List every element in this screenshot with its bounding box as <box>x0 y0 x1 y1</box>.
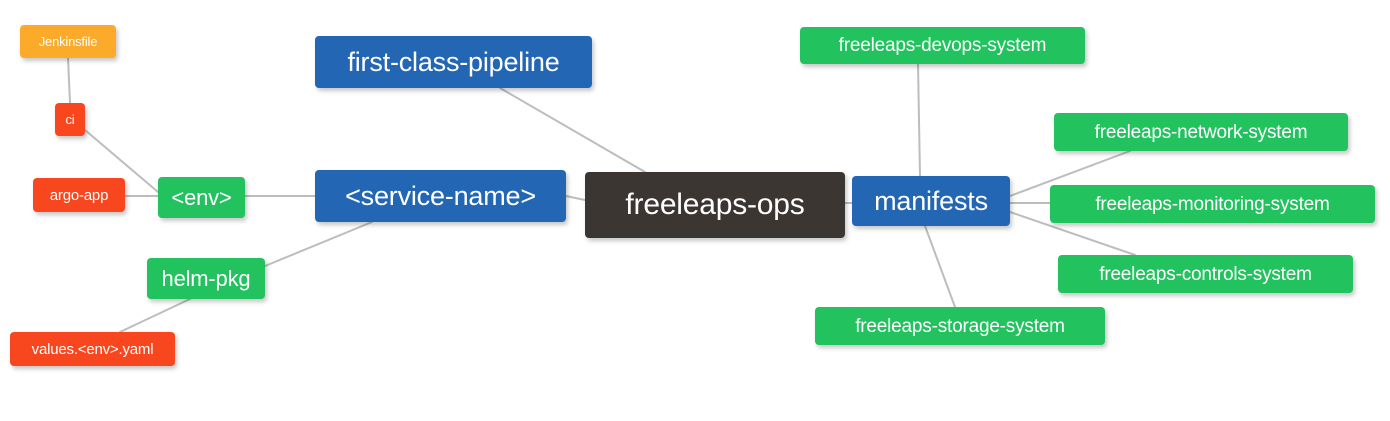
edge-manifests-to-freeleaps-storage-system <box>924 225 956 308</box>
node-values-env-yaml[interactable]: values.<env>.yaml <box>10 332 175 366</box>
node-freeleaps-ops[interactable]: freeleaps-ops <box>585 172 845 238</box>
node-label-freeleaps-controls-system: freeleaps-controls-system <box>1099 263 1312 285</box>
node-env[interactable]: <env> <box>158 177 245 218</box>
node-label-helm-pkg: helm-pkg <box>161 265 251 291</box>
edge-jenkinsfile-to-ci <box>67 57 71 104</box>
edge-helm-pkg-to-service-name <box>264 221 373 267</box>
node-freeleaps-storage-system[interactable]: freeleaps-storage-system <box>815 307 1105 345</box>
node-label-freeleaps-devops-system: freeleaps-devops-system <box>838 35 1047 56</box>
edge-manifests-to-freeleaps-devops-system <box>917 63 921 177</box>
edge-first-class-pipeline-to-freeleaps-ops <box>499 87 646 173</box>
node-label-jenkinsfile: Jenkinsfile <box>38 34 98 49</box>
node-label-first-class-pipeline: first-class-pipeline <box>347 46 560 77</box>
node-label-freeleaps-network-system: freeleaps-network-system <box>1094 121 1308 143</box>
node-freeleaps-controls-system[interactable]: freeleaps-controls-system <box>1058 255 1353 293</box>
node-label-env: <env> <box>171 184 232 210</box>
node-argo-app[interactable]: argo-app <box>33 178 125 212</box>
edge-service-name-to-freeleaps-ops <box>565 195 586 201</box>
node-label-argo-app: argo-app <box>49 186 109 204</box>
node-first-class-pipeline[interactable]: first-class-pipeline <box>315 36 592 88</box>
node-freeleaps-monitoring-system[interactable]: freeleaps-monitoring-system <box>1050 185 1375 223</box>
edge-values-env-yaml-to-helm-pkg <box>119 298 191 333</box>
node-helm-pkg[interactable]: helm-pkg <box>147 258 265 299</box>
node-label-manifests: manifests <box>874 185 988 216</box>
node-label-freeleaps-storage-system: freeleaps-storage-system <box>855 315 1065 337</box>
node-label-service-name: <service-name> <box>345 180 536 211</box>
node-label-freeleaps-monitoring-system: freeleaps-monitoring-system <box>1095 193 1330 215</box>
node-freeleaps-network-system[interactable]: freeleaps-network-system <box>1054 113 1348 151</box>
node-jenkinsfile[interactable]: Jenkinsfile <box>20 25 116 58</box>
node-manifests[interactable]: manifests <box>852 176 1010 226</box>
node-label-freeleaps-ops: freeleaps-ops <box>625 188 805 221</box>
node-label-values-env-yaml: values.<env>.yaml <box>31 340 154 358</box>
node-label-ci: ci <box>65 112 75 127</box>
node-freeleaps-devops-system[interactable]: freeleaps-devops-system <box>800 27 1085 64</box>
node-service-name[interactable]: <service-name> <box>315 170 566 222</box>
node-ci[interactable]: ci <box>55 103 85 136</box>
